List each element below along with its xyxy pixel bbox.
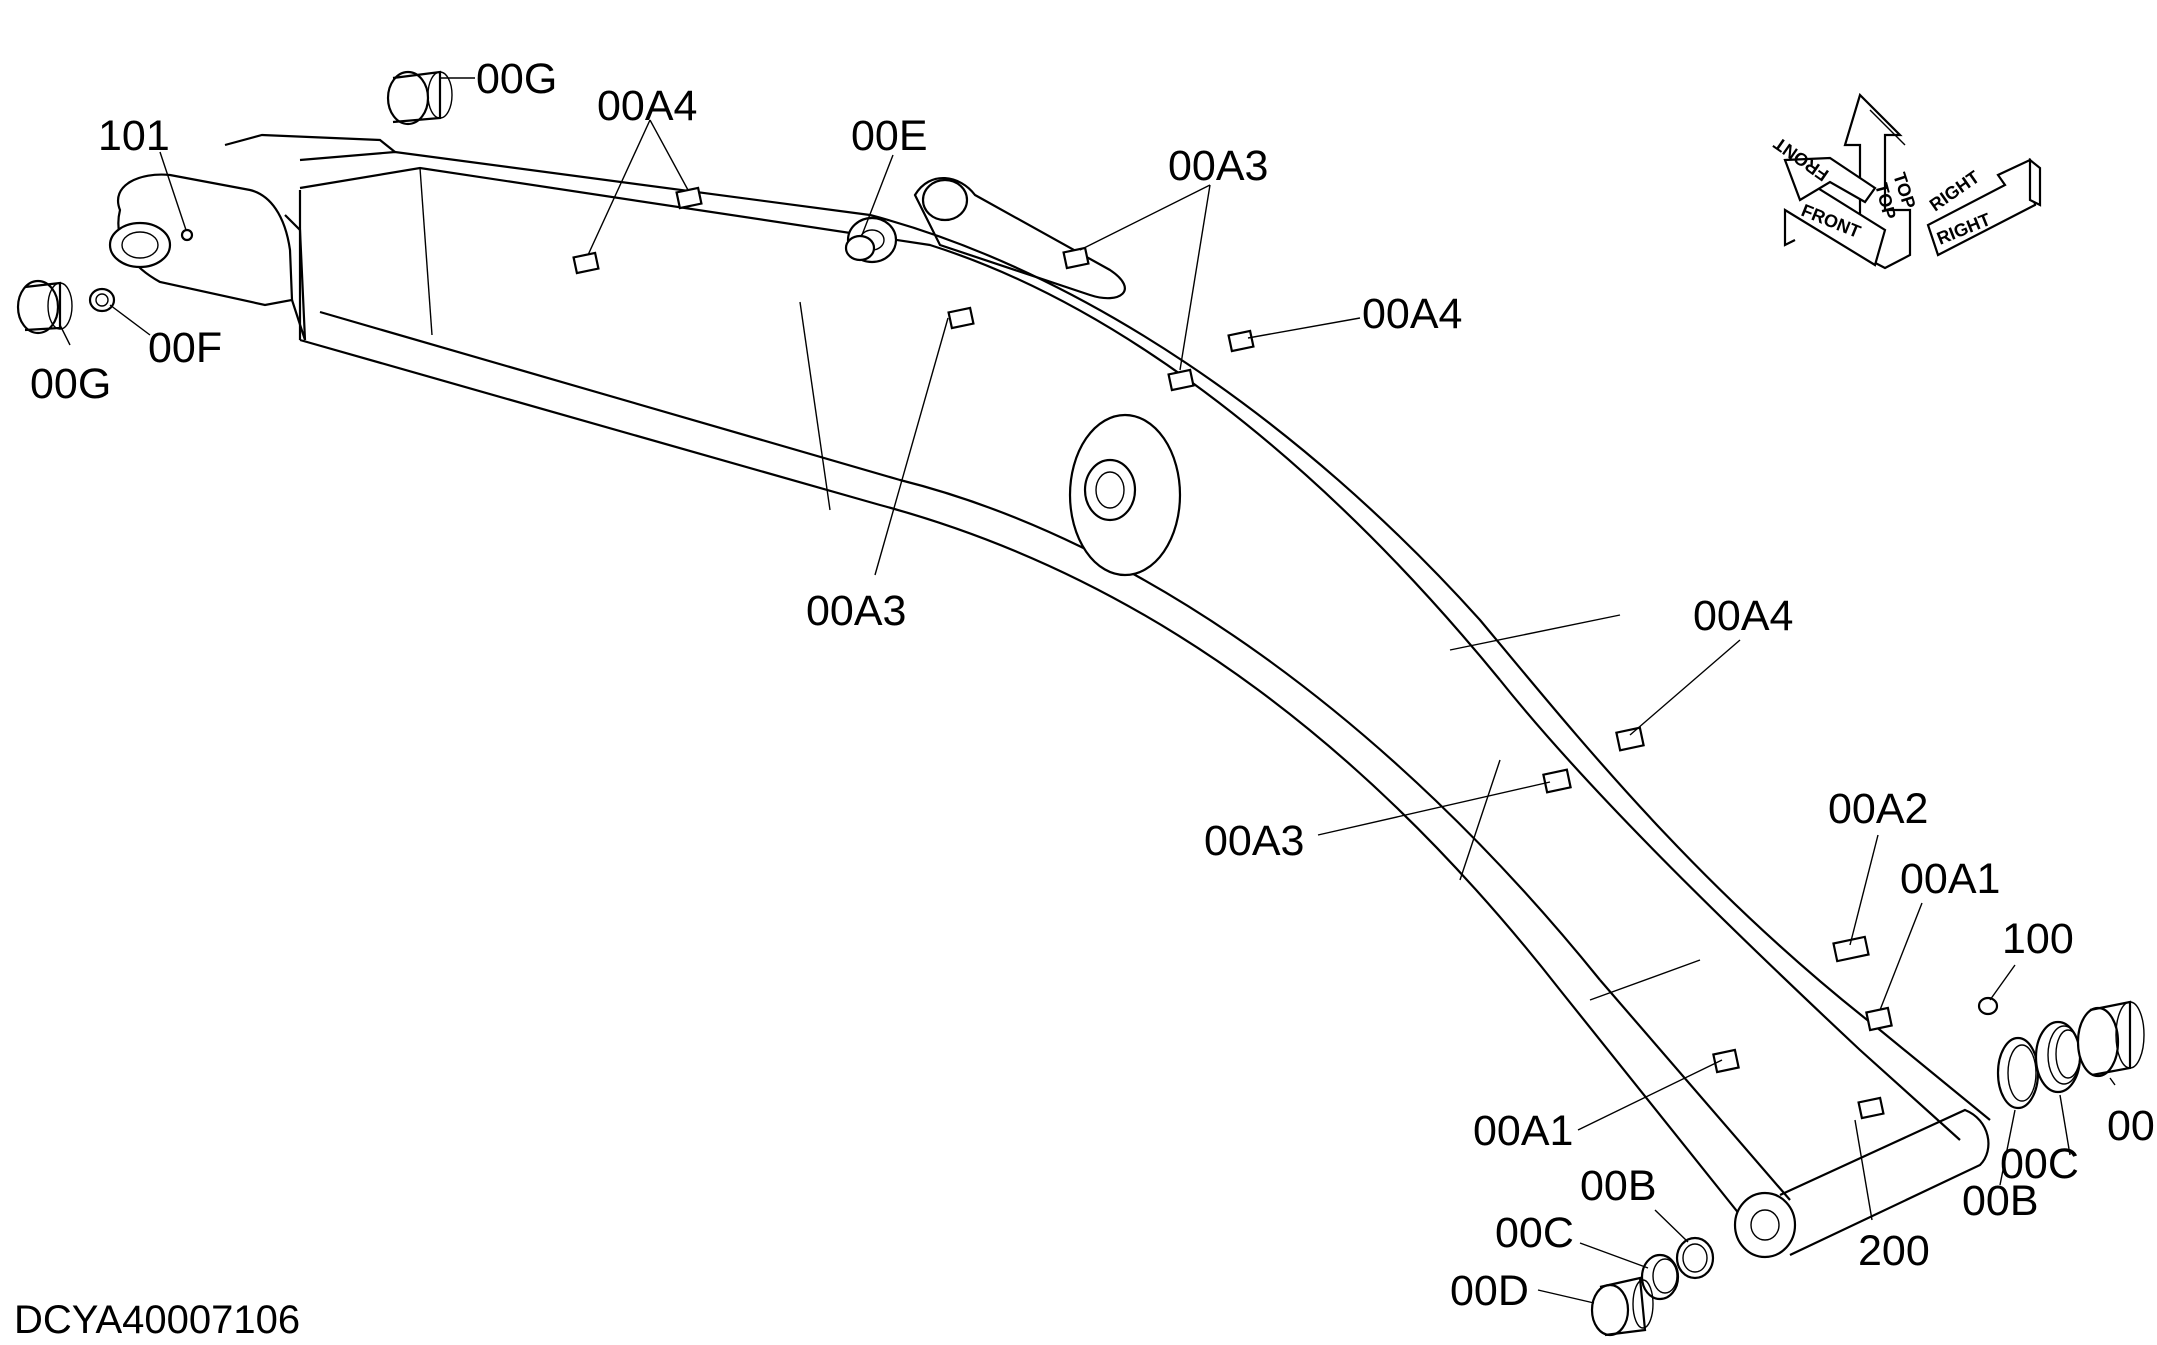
label-101: 101 <box>98 112 170 160</box>
label-00a2: 00A2 <box>1828 785 1928 833</box>
label-00a1-right: 00A1 <box>1900 855 2000 903</box>
label-100: 100 <box>2002 915 2074 963</box>
label-00a3-top: 00A3 <box>1168 142 1268 190</box>
label-00g-left: 00G <box>30 360 111 408</box>
label-00a3-mid: 00A3 <box>806 587 906 635</box>
bushing-00d-right <box>2076 1000 2145 1078</box>
part-labels: 101 00G 00G 00F 00A4 00E 00A3 00A4 00A3 … <box>30 55 2157 1315</box>
bushing-00g-left <box>16 279 73 335</box>
ring-00b-bottom <box>1675 1236 1715 1280</box>
label-00a4-right: 00A4 <box>1362 290 1462 338</box>
loose-parts <box>16 70 2145 1337</box>
leader-lines <box>59 77 2116 1304</box>
boom-structure <box>108 133 1991 1259</box>
fitting-00f <box>88 287 116 313</box>
label-00b-right: 00B <box>1962 1177 2039 1225</box>
seal-00c-right <box>2034 1020 2082 1094</box>
bushing-00d-bottom <box>1590 1276 1654 1337</box>
label-00c-right: 00C <box>2000 1140 2079 1188</box>
label-00f: 00F <box>148 324 222 372</box>
label-00d-right: 00D <box>2107 1102 2157 1150</box>
label-00d-bottom: 00D <box>1450 1267 1529 1315</box>
ring-00b-right <box>1996 1036 2040 1110</box>
label-00a4-lower: 00A4 <box>1693 592 1793 640</box>
bushing-00g-top <box>386 70 453 126</box>
label-00a1-left: 00A1 <box>1473 1107 1573 1155</box>
label-00a4-top: 00A4 <box>597 82 697 130</box>
label-00e: 00E <box>851 112 928 160</box>
orientation-indicator-icon: TOP TOP FRONT FRONT RIGHT RIGHT <box>1770 92 2042 270</box>
label-00c-bottom: 00C <box>1495 1209 1574 1257</box>
label-200: 200 <box>1858 1227 1930 1275</box>
fitting-100 <box>1977 996 1999 1016</box>
label-00b-bottom: 00B <box>1580 1162 1657 1210</box>
label-00g-top: 00G <box>476 55 557 103</box>
seal-00c-bottom <box>1640 1253 1680 1301</box>
drawing-code: DCYA40007106 <box>14 1298 300 1342</box>
label-00a3-lower: 00A3 <box>1204 817 1304 865</box>
